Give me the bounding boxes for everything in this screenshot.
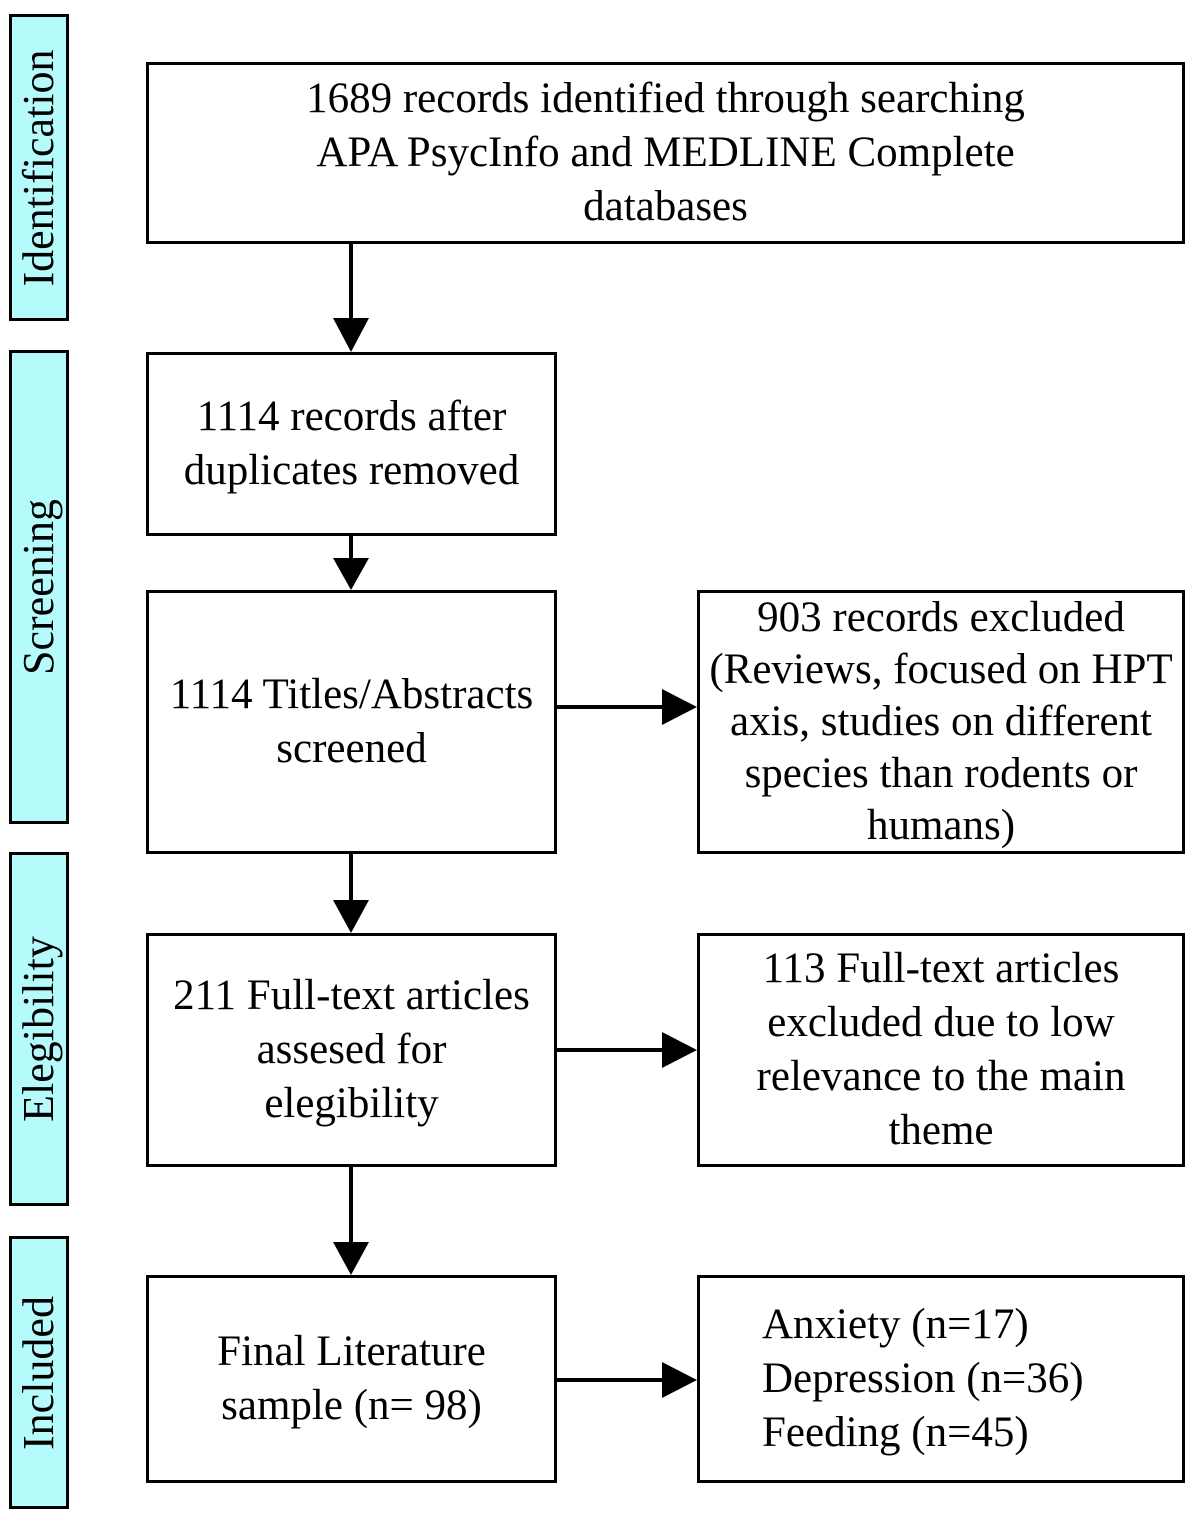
screened-text: 1114 Titles/Abstracts screened bbox=[169, 671, 534, 772]
phase-included: Included bbox=[9, 1236, 69, 1509]
phase-screening: Screening bbox=[9, 350, 69, 824]
phase-identification: Identification bbox=[9, 14, 69, 321]
excluded-full-text-box: 113 Full-text articles excluded due to l… bbox=[697, 933, 1185, 1167]
excluded-screening-box: 903 records excluded (Reviews, focused o… bbox=[697, 590, 1185, 854]
after-duplicates-text: 1114 records after duplicates removed bbox=[183, 393, 520, 494]
records-identified-text: 1689 records identified through searchin… bbox=[306, 75, 1025, 230]
phase-included-label: Included bbox=[14, 1295, 63, 1450]
arrow-head-fulltext-to-excluded bbox=[662, 1032, 697, 1068]
arrow-head-duplicates-to-screened bbox=[333, 558, 369, 590]
excluded-full-text-text: 113 Full-text articles excluded due to l… bbox=[756, 945, 1126, 1154]
phase-identification-label: Identification bbox=[14, 48, 63, 287]
arrow-head-fulltext-to-final bbox=[333, 1242, 369, 1275]
final-sample-box: Final Literature sample (n= 98) bbox=[146, 1275, 557, 1483]
breakdown-feeding: Feeding (n=45) bbox=[762, 1409, 1029, 1456]
arrow-head-screened-to-fulltext bbox=[333, 900, 369, 933]
phase-eligibility-label: Elegibility bbox=[14, 936, 63, 1122]
phase-screening-label: Screening bbox=[14, 499, 63, 675]
arrow-head-identified-to-duplicates bbox=[333, 318, 369, 352]
records-identified-box: 1689 records identified through searchin… bbox=[146, 62, 1185, 244]
breakdown-box: Anxiety (n=17) Depression (n=36) Feeding… bbox=[697, 1275, 1185, 1483]
final-sample-text: Final Literature sample (n= 98) bbox=[217, 1328, 486, 1429]
after-duplicates-box: 1114 records after duplicates removed bbox=[146, 352, 557, 536]
full-text-assessed-text: 211 Full-text articles assesed for elegi… bbox=[173, 972, 530, 1127]
arrow-head-screened-to-excluded bbox=[662, 689, 697, 725]
breakdown-anxiety: Anxiety (n=17) bbox=[762, 1301, 1029, 1348]
phase-eligibility: Elegibility bbox=[9, 852, 69, 1206]
arrow-head-final-to-breakdown bbox=[662, 1362, 697, 1398]
breakdown-depression: Depression (n=36) bbox=[762, 1355, 1084, 1402]
screened-box: 1114 Titles/Abstracts screened bbox=[146, 590, 557, 854]
full-text-assessed-box: 211 Full-text articles assesed for elegi… bbox=[146, 933, 557, 1167]
excluded-screening-text: 903 records excluded (Reviews, focused o… bbox=[709, 594, 1173, 849]
